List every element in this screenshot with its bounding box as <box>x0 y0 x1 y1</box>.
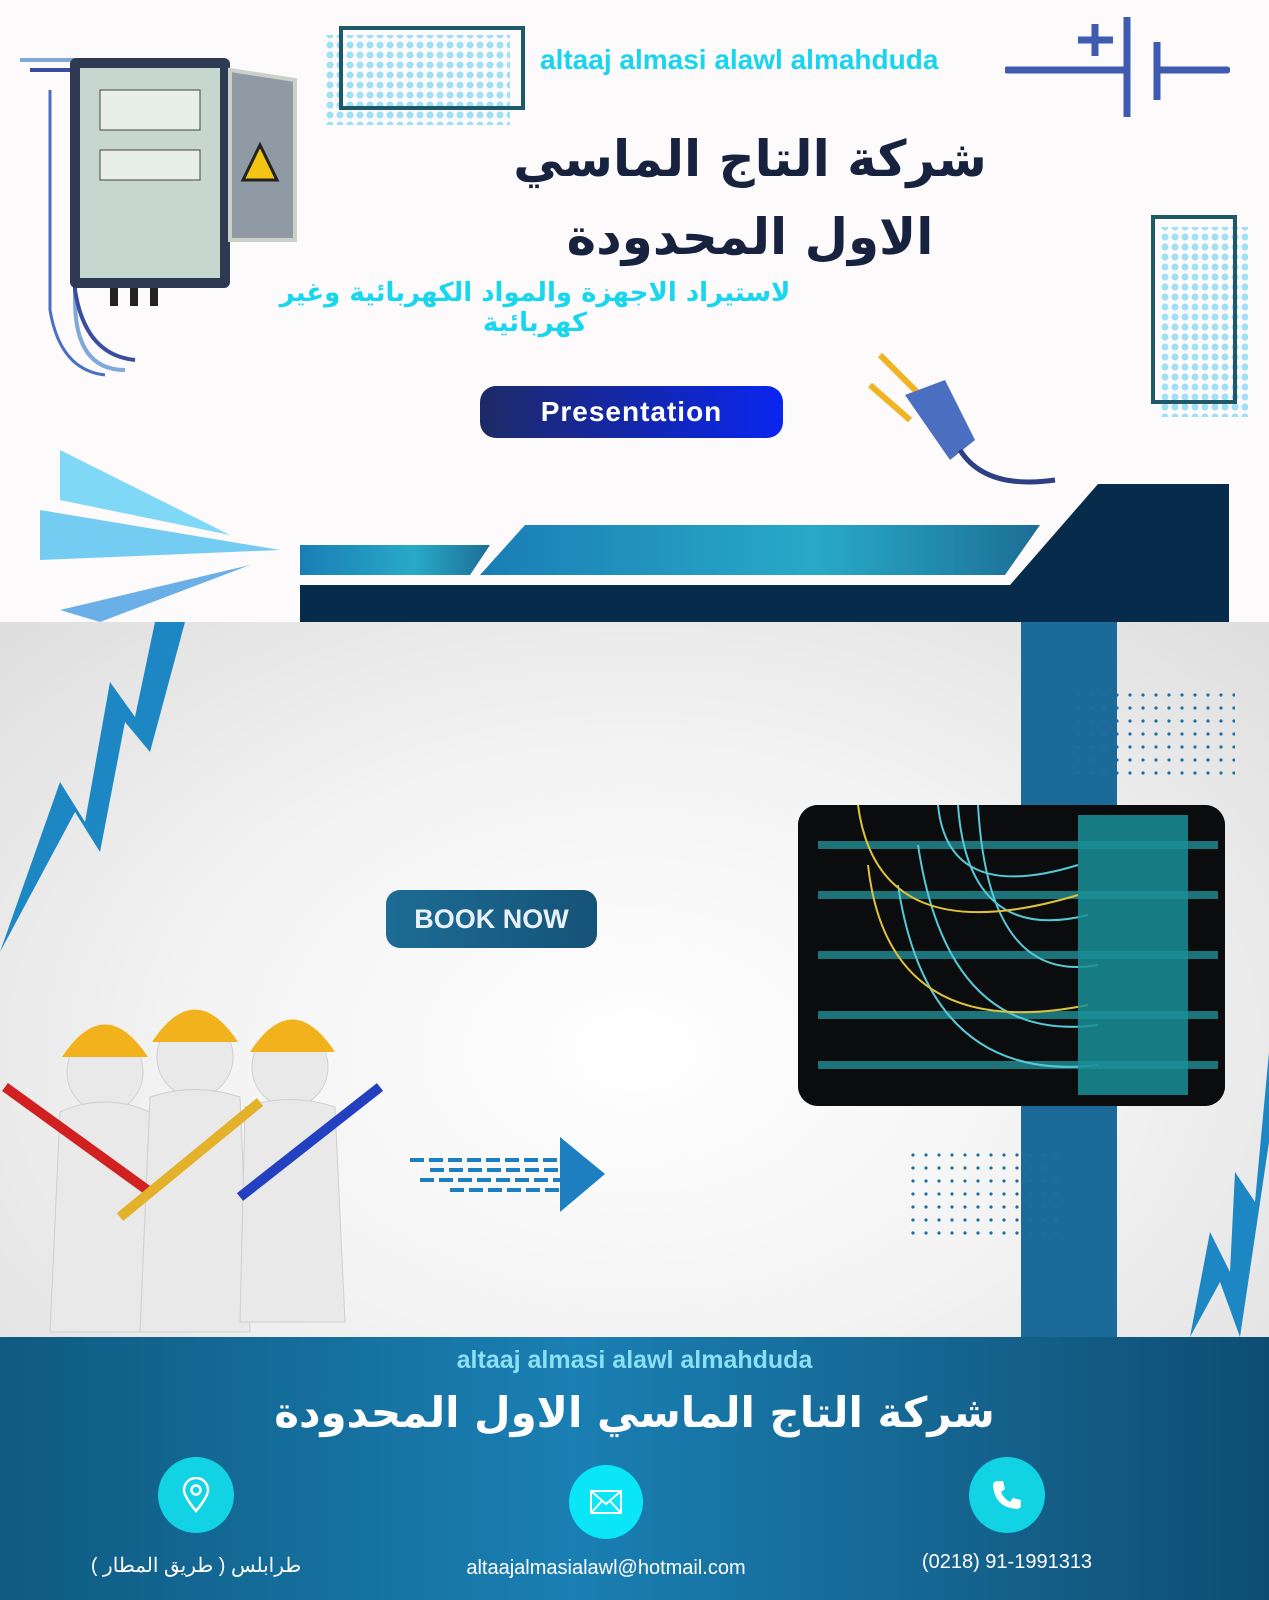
contact-location: طرابلس ( طريق المطار ) <box>36 1457 356 1578</box>
company-name-english: altaaj almasi alawl almahduda <box>540 44 939 75</box>
presentation-button[interactable]: Presentation <box>480 386 783 438</box>
phone-number[interactable]: (0218) 91-1991313 <box>921 1551 1093 1573</box>
fiber-cable-photo <box>798 805 1225 1106</box>
company-name-arabic: شركة التاج الماسي الاول المحدودة <box>513 130 987 266</box>
dotted-frame-decoration-right <box>1151 215 1248 417</box>
arrow-right-icon <box>410 1137 605 1212</box>
contact-phone: (0218) 91-1991313 <box>847 1457 1167 1574</box>
book-now-button[interactable]: BOOK NOW <box>386 890 597 948</box>
email-link[interactable]: altaajalmasialawl@hotmail.com <box>466 1557 746 1579</box>
lightning-bolt-decoration <box>0 622 185 952</box>
envelope-icon[interactable] <box>569 1465 643 1539</box>
battery-symbol-icon <box>1005 17 1230 117</box>
contact-email: altaajalmasialawl@hotmail.com <box>446 1465 766 1580</box>
header-section: altaaj almasi alawl almahduda شركة التاج… <box>0 0 1269 622</box>
phone-icon[interactable] <box>969 1457 1045 1533</box>
footer-company-english: altaaj almasi alawl almahduda <box>456 1346 813 1374</box>
dot-grid-decoration <box>1075 692 1235 782</box>
header-bands-decoration <box>40 450 1229 622</box>
address-text: طرابلس ( طريق المطار ) <box>90 1555 302 1577</box>
dotted-frame-decoration <box>325 26 525 125</box>
lightning-bolt-decoration-right <box>1190 1052 1269 1337</box>
electrical-panel-illustration <box>20 58 297 377</box>
company-tagline: لاستيراد الاجهزة والمواد الكهربائية وغير… <box>279 278 791 338</box>
main-section: BOOK NOW <box>0 622 1269 1337</box>
workers-with-tools-illustration <box>2 1009 384 1333</box>
dot-grid-decoration-lower <box>910 1152 1060 1242</box>
electric-plug-icon <box>868 352 1056 485</box>
footer-company-arabic: شركة التاج الماسي الاول المحدودة <box>274 1388 995 1437</box>
location-pin-icon <box>158 1457 234 1533</box>
